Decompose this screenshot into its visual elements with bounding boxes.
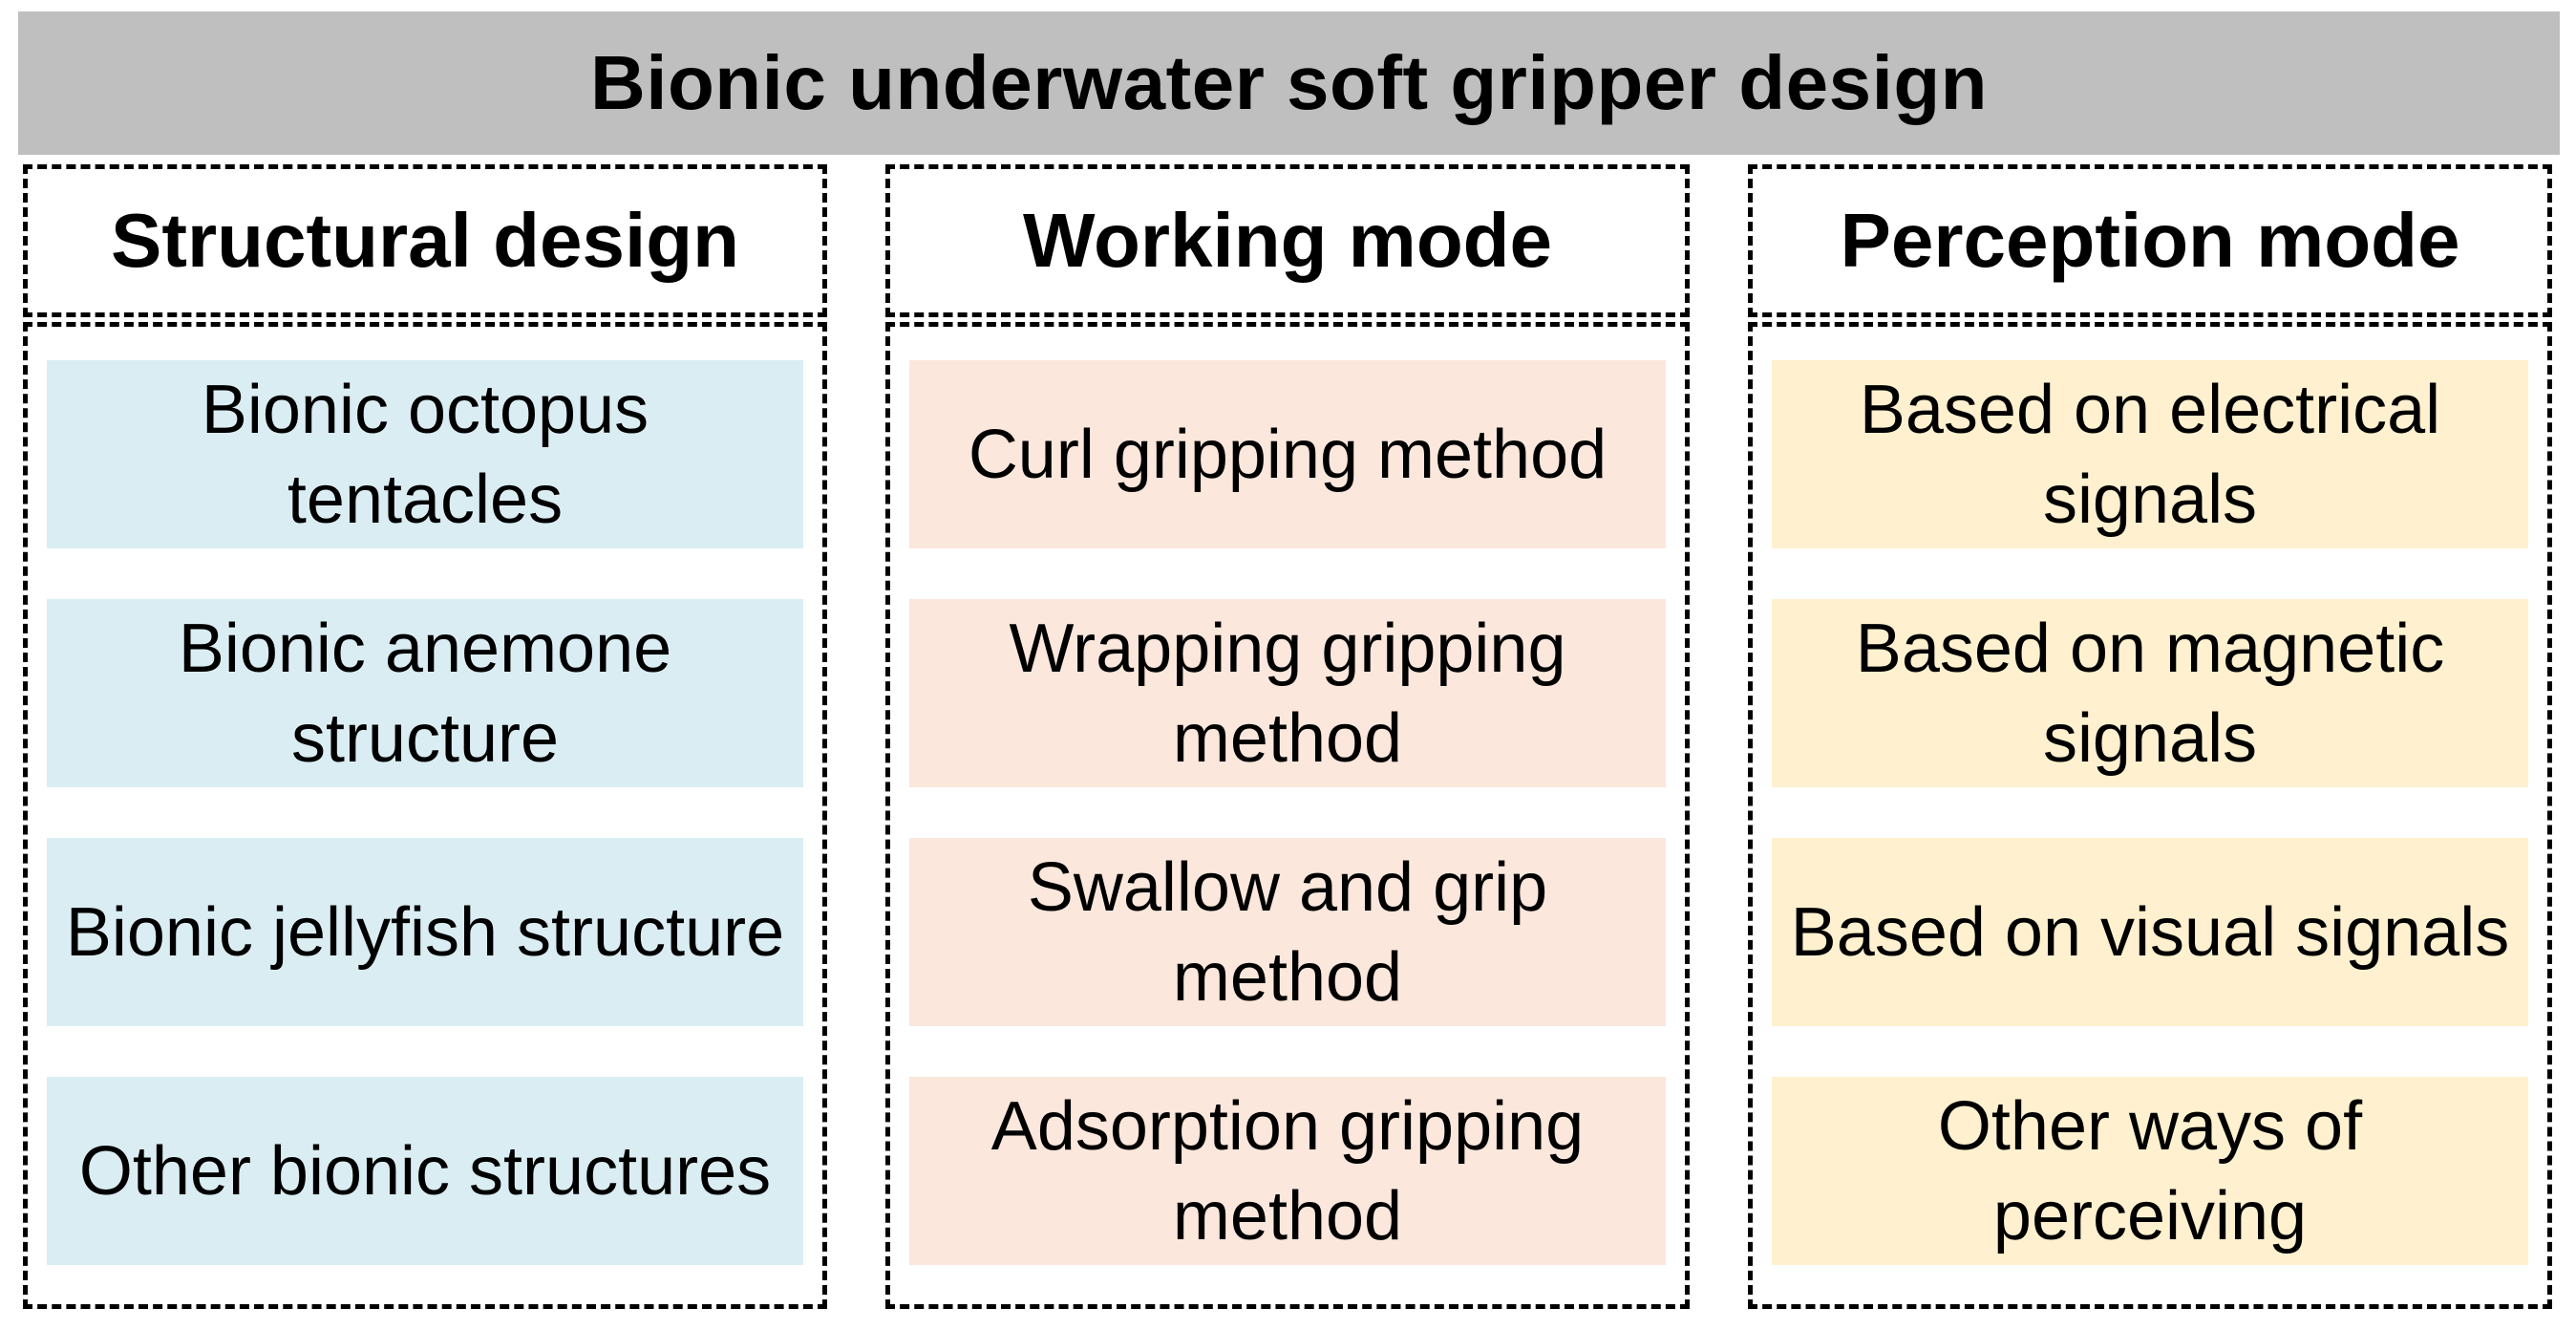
column-body	[885, 322, 1690, 1309]
column-body	[1748, 322, 2552, 1309]
category-box: Swallow and grip method	[909, 838, 1666, 1026]
category-box: Other ways of perceiving	[1772, 1077, 2528, 1265]
column-header: Perception mode	[1748, 164, 2552, 317]
category-box: Bionic anemone structure	[47, 599, 803, 787]
category-box: Bionic jellyfish structure	[47, 838, 803, 1026]
column-body	[23, 322, 827, 1309]
column-perception-mode: Perception mode Based on electrical sign…	[1743, 164, 2557, 1309]
column-working-mode: Working mode Curl gripping method Wrappi…	[881, 164, 1694, 1309]
category-box: Other bionic structures	[47, 1077, 803, 1265]
category-box: Based on visual signals	[1772, 838, 2528, 1026]
category-box: Adsorption gripping method	[909, 1077, 1666, 1265]
column-header: Working mode	[885, 164, 1690, 317]
column-header: Structural design	[23, 164, 827, 317]
column-structural-design: Structural design Bionic octopus tentacl…	[18, 164, 832, 1309]
diagram-title: Bionic underwater soft gripper design	[18, 11, 2560, 155]
category-box: Based on electrical signals	[1772, 360, 2528, 548]
category-box: Based on magnetic signals	[1772, 599, 2528, 787]
category-box: Curl gripping method	[909, 360, 1666, 548]
category-box: Bionic octopus tentacles	[47, 360, 803, 548]
category-box: Wrapping gripping method	[909, 599, 1666, 787]
